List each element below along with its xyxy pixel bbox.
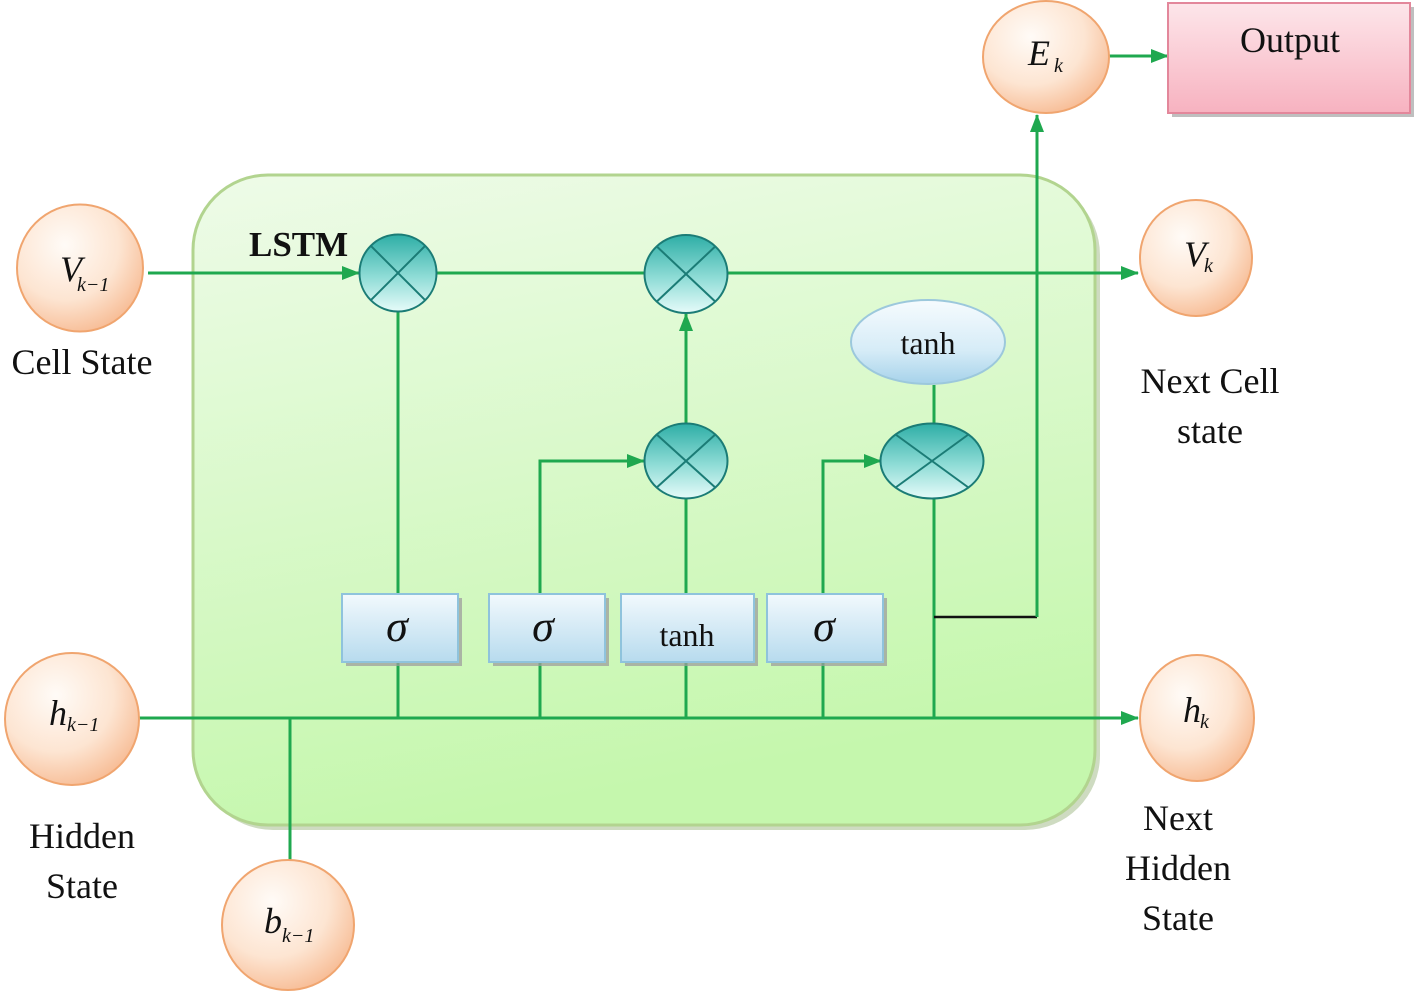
- hidden-state-out-node: h k: [1139, 654, 1255, 782]
- node-symbol: h: [49, 693, 67, 733]
- gate-box: [488, 593, 606, 663]
- gate-label: σ: [532, 602, 556, 651]
- output-gate: σ: [766, 593, 887, 666]
- gate-box: [341, 593, 459, 663]
- output-gate-arrow: [821, 454, 882, 594]
- cell-state-in-node: V k−1: [16, 203, 144, 333]
- next-cell-state-caption-line-1: Next Cell: [1141, 361, 1280, 401]
- node-circle: [982, 0, 1110, 114]
- node-subscript: k: [1200, 711, 1210, 733]
- candidate-gate: tanh: [620, 593, 758, 666]
- input-gate-arrow: [538, 454, 645, 594]
- input-gate: σ: [488, 593, 609, 666]
- node-symbol: b: [264, 901, 282, 941]
- multiply-cross-stroke: [656, 245, 716, 303]
- gate-label: tanh: [659, 617, 714, 653]
- node-subscript: k: [1204, 255, 1214, 277]
- node-subscript: k−1: [77, 274, 109, 296]
- forget-gate: σ: [341, 593, 462, 666]
- next-hidden-state-caption-line-2: Hidden: [1125, 848, 1231, 888]
- node-subscript: k: [1054, 55, 1064, 77]
- node-subscript: k−1: [282, 925, 314, 947]
- next-cell-state-caption-line-2: state: [1177, 411, 1243, 451]
- connections: [138, 49, 1169, 862]
- next-hidden-state-caption-line-1: Next: [1143, 798, 1213, 838]
- input-multiply-icon: [643, 422, 729, 500]
- multiply-cross-stroke: [370, 245, 426, 301]
- multiply-cross-stroke: [895, 433, 969, 489]
- node-subscript: k−1: [67, 714, 99, 736]
- lstm-cell-title: LSTM: [249, 225, 348, 264]
- multiply-operators: [358, 233, 985, 500]
- hidden-state-caption-line-1: Hidden: [29, 816, 135, 856]
- gate-box: [766, 593, 884, 663]
- hidden-state-caption-line-2: State: [46, 866, 118, 906]
- output-multiply-icon: [879, 422, 985, 500]
- node-symbol: V: [1184, 234, 1210, 274]
- node-symbol: h: [1183, 690, 1201, 730]
- next-hidden-state-caption-line-3: State: [1142, 898, 1214, 938]
- gates: σ σ tanh σ: [341, 593, 887, 666]
- cell-state-out-node: V k: [1139, 199, 1253, 317]
- node-symbol: E: [1027, 33, 1050, 73]
- cell-state-caption: Cell State: [12, 342, 153, 382]
- tanh-ellipse-label: tanh: [900, 325, 955, 361]
- hidden-state-in-node: h k−1: [4, 652, 140, 786]
- gate-label: σ: [813, 602, 837, 651]
- output-box-label: Output: [1240, 20, 1340, 60]
- tanh-ellipse: [850, 299, 1006, 385]
- node-symbol: V: [60, 249, 86, 289]
- node-circle: [1139, 654, 1255, 782]
- gate-label: σ: [386, 602, 410, 651]
- bias-in-node: b k−1: [221, 859, 355, 991]
- forget-multiply-icon: [358, 233, 438, 313]
- output-box: Output: [1167, 2, 1414, 117]
- error-out-node: E k: [982, 0, 1110, 114]
- multiply-cross-stroke: [656, 433, 716, 489]
- node-circle: [221, 859, 355, 991]
- cell-activation: tanh: [850, 299, 1006, 385]
- cell-update-multiply-icon: [643, 234, 729, 314]
- node-circle: [1139, 199, 1253, 317]
- node-circle: [4, 652, 140, 786]
- output-box-body: [1167, 2, 1411, 114]
- gate-box: [620, 593, 755, 663]
- node-circle: [16, 203, 144, 333]
